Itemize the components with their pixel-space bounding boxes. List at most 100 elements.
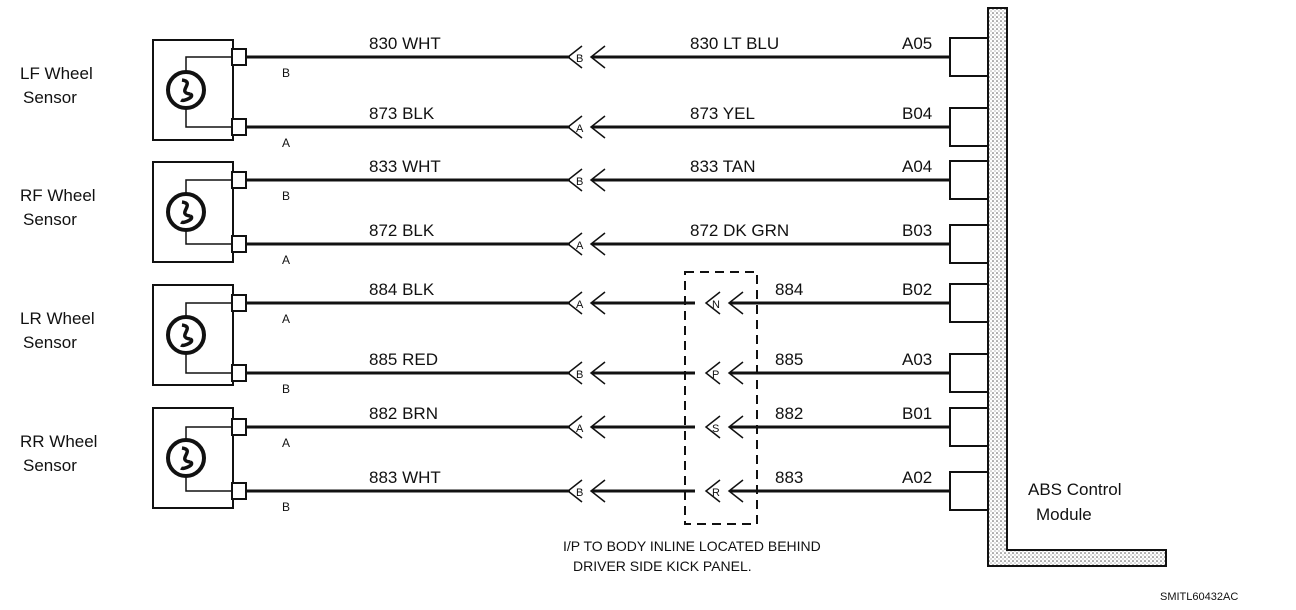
inline-chevron-icon: [704, 291, 721, 315]
sensor-pin-terminal: [231, 171, 247, 189]
module-terminal: [949, 283, 989, 323]
abs-module-body: [987, 7, 1167, 567]
sensor-name-line2: Sensor: [23, 456, 77, 475]
connector-chevron-icon: [589, 115, 606, 139]
module-pin-label: A02: [902, 468, 932, 487]
inline-chevron-icon: [727, 361, 744, 385]
module-label-line1: ABS Control: [1028, 480, 1122, 499]
sensor-pin-terminal: [231, 364, 247, 382]
connector-pin-letter: A: [576, 240, 584, 252]
wire-label-left: 833 WHT: [369, 157, 441, 176]
sine-wave-icon: [180, 200, 194, 225]
sensor-lead: [185, 230, 232, 245]
connector-chevron-icon: [589, 361, 606, 385]
sensor-name-line1: LF Wheel: [20, 64, 93, 83]
wire-label-right: 883: [775, 468, 803, 487]
sensor-pin-letter: B: [282, 189, 290, 203]
sensor-pin-terminal: [231, 418, 247, 436]
wire-label-right: 830 LT BLU: [690, 34, 779, 53]
inline-pin-letter: N: [712, 299, 720, 311]
sensor-pin-letter: B: [282, 66, 290, 80]
connector-chevron-icon: [589, 291, 606, 315]
connector-chevron-icon: [589, 45, 606, 69]
inline-note-line1: I/P TO BODY INLINE LOCATED BEHIND: [563, 538, 821, 554]
connector-chevron-icon: [566, 415, 583, 439]
wire-label-right: 872 DK GRN: [690, 221, 789, 240]
connector-pin-letter: A: [576, 299, 584, 311]
module-pin-label: A04: [902, 157, 932, 176]
figure-code: SMITL60432AC: [1160, 591, 1238, 603]
sensor-pin-terminal: [231, 118, 247, 136]
connector-chevron-icon: [589, 415, 606, 439]
sensor-name-line2: Sensor: [23, 210, 77, 229]
connector-chevron-icon: [589, 479, 606, 503]
wire-label-right: 882: [775, 404, 803, 423]
inline-chevron-icon: [727, 291, 744, 315]
sensor-lead: [185, 56, 232, 72]
sensor-pin-letter: B: [282, 382, 290, 396]
module-terminal: [949, 107, 989, 147]
sensor-pin-terminal: [231, 294, 247, 312]
wire-label-left: 883 WHT: [369, 468, 441, 487]
connector-pin-letter: A: [576, 423, 584, 435]
connector-chevron-icon: [589, 168, 606, 192]
module-pin-label: B02: [902, 280, 932, 299]
sensor-lead: [185, 426, 232, 440]
sensor-pin-terminal: [231, 235, 247, 253]
sensor-name-line1: LR Wheel: [20, 309, 95, 328]
connector-chevron-icon: [566, 45, 583, 69]
inline-connector-box: [684, 271, 758, 525]
wire-label-left: 873 BLK: [369, 104, 435, 123]
inline-chevron-icon: [727, 479, 744, 503]
connector-pin-letter: B: [576, 176, 583, 188]
module-terminal: [949, 407, 989, 447]
sensor-lead: [185, 353, 232, 374]
module-terminal: [949, 37, 989, 77]
sensor-lead: [185, 476, 232, 492]
module-terminal: [949, 471, 989, 511]
sensor-lead: [185, 108, 232, 128]
sensor-name-line1: RF Wheel: [20, 186, 96, 205]
wire-label-left: 882 BRN: [369, 404, 438, 423]
connector-pin-letter: B: [576, 53, 583, 65]
module-pin-label: B04: [902, 104, 932, 123]
sensor-pin-letter: A: [282, 136, 290, 150]
module-terminal: [949, 224, 989, 264]
sensor-pin-terminal: [231, 48, 247, 66]
connector-chevron-icon: [566, 115, 583, 139]
wire-label-right: 885: [775, 350, 803, 369]
sensor-pin-letter: A: [282, 436, 290, 450]
module-terminal: [949, 160, 989, 200]
connector-chevron-icon: [566, 168, 583, 192]
module-label-line2: Module: [1036, 505, 1092, 524]
sensor-lead: [185, 179, 232, 194]
sine-wave-icon: [180, 323, 194, 348]
inline-pin-letter: R: [712, 487, 720, 499]
sensor-pin-letter: B: [282, 500, 290, 514]
wire-label-left: 884 BLK: [369, 280, 435, 299]
connector-chevron-icon: [566, 479, 583, 503]
sensor-pin-letter: A: [282, 253, 290, 267]
connector-chevron-icon: [566, 232, 583, 256]
connector-chevron-icon: [566, 361, 583, 385]
sensor-name-line2: Sensor: [23, 88, 77, 107]
sine-wave-icon: [180, 446, 194, 471]
connector-pin-letter: B: [576, 487, 583, 499]
inline-chevron-icon: [704, 479, 721, 503]
sine-wave-icon: [180, 78, 194, 103]
connector-pin-letter: A: [576, 123, 584, 135]
inline-chevron-icon: [704, 361, 721, 385]
wire-label-left: 885 RED: [369, 350, 438, 369]
module-pin-label: B01: [902, 404, 932, 423]
